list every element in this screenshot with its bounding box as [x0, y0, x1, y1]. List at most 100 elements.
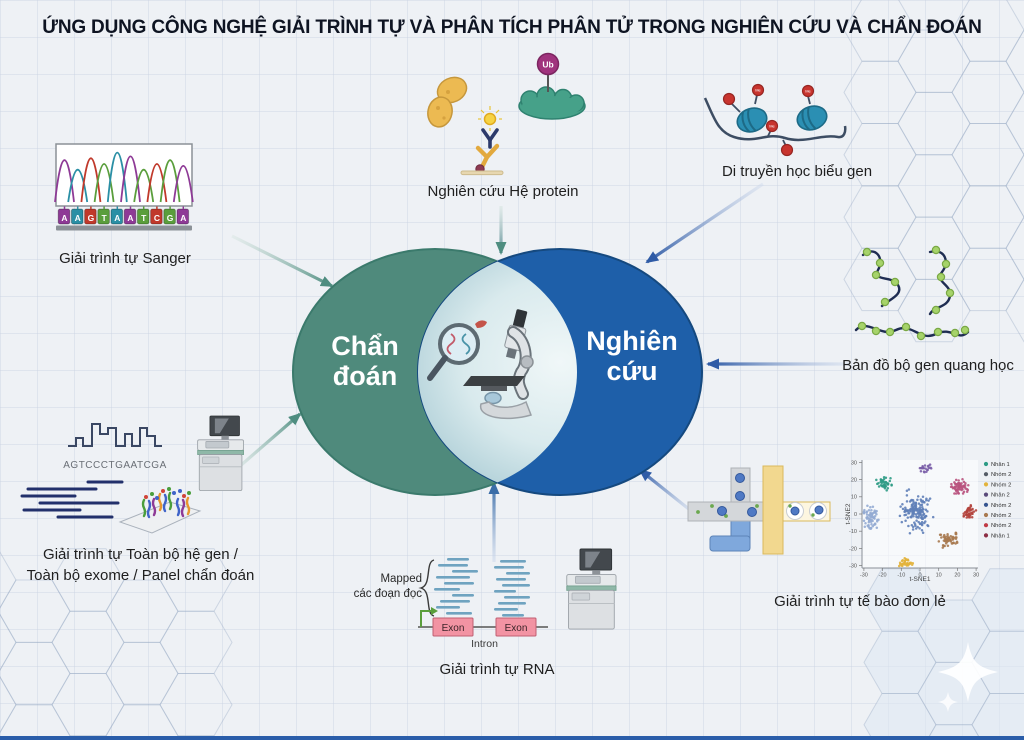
tsne-ylabel: t-SNE2	[845, 503, 852, 524]
svg-text:Nhân 1: Nhân 1	[991, 462, 1010, 468]
venn-label-research-line2: cứu	[606, 356, 658, 387]
svg-text:30: 30	[851, 460, 857, 466]
tsne-tick-labels: -30 -20 -10 0 10 20 30 -30 -20 -10 0 10 20 30	[849, 460, 979, 578]
read-segments	[20, 480, 124, 519]
svg-text:Nhân 1: Nhân 1	[991, 533, 1010, 539]
svg-text:10: 10	[851, 495, 857, 501]
connector-arrows	[230, 182, 849, 562]
svg-text:0: 0	[854, 512, 857, 518]
svg-text:C: C	[154, 213, 160, 223]
label-proteomics: Nghiên cứu Hệ protein	[427, 183, 579, 200]
proteomics-illustration: Ub	[427, 52, 586, 176]
svg-text:A: A	[127, 213, 133, 223]
label-wgs-line1: Giải trình tự Toàn bộ hệ gen /	[43, 546, 238, 563]
svg-text:Nhân 2: Nhân 2	[991, 493, 1010, 499]
svg-text:T: T	[101, 213, 107, 223]
coverage-step-line	[68, 423, 162, 447]
label-wgs-line2: Toàn bộ exome / Panel chẩn đoán	[26, 566, 255, 584]
tsne-xlabel: t-SNE1	[910, 576, 931, 583]
svg-text:A: A	[180, 213, 186, 223]
label-wgs: Giải trình tự Toàn bộ hệ gen / Toàn bộ e…	[18, 545, 263, 586]
svg-text:Nhóm 2: Nhóm 2	[991, 523, 1011, 529]
svg-text:A: A	[61, 213, 67, 223]
nucleosome	[736, 107, 768, 133]
label-mapped-line2: các đoạn đọc	[353, 587, 422, 600]
venn-label-diagnosis-line1: Chẩn	[331, 331, 399, 361]
dna-clusters	[141, 487, 191, 519]
tsne-scatter-points	[862, 463, 978, 568]
brace	[418, 559, 435, 617]
svg-text:30: 30	[973, 573, 979, 579]
label-mapped-reads: Mapped các đoạn đọc	[336, 572, 422, 602]
exon-label: Exon	[505, 623, 528, 634]
wgs-illustration: AGTCCCTGAATCGA	[20, 423, 202, 534]
svg-text:Nhóm 2: Nhóm 2	[991, 472, 1011, 478]
me-badge: Me	[755, 88, 761, 93]
svg-text:-20: -20	[879, 573, 887, 579]
mapped-reads	[434, 558, 530, 617]
exon-box	[495, 617, 537, 637]
venn-label-diagnosis-line2: đoán	[332, 361, 398, 392]
label-epigenetics: Di truyền học biểu gen	[721, 163, 873, 180]
svg-text:-10: -10	[849, 529, 857, 535]
tss-arrow	[420, 610, 431, 627]
venn-diagram	[292, 248, 703, 496]
svg-text:20: 20	[954, 573, 960, 579]
venn-intersection-glow	[418, 249, 577, 495]
svg-text:-10: -10	[897, 573, 905, 579]
svg-text:G: G	[167, 213, 174, 223]
svg-text:0: 0	[918, 573, 921, 579]
exon-label: Exon	[442, 623, 465, 634]
tsne-legend: Nhân 1 Nhóm 2 Nhóm 2 Nhân 2 Nhóm 2 Nhóm 2 Nhóm…	[983, 461, 1011, 539]
microfluidics-illustration	[687, 465, 831, 555]
label-single-cell: Giải trình tự tế bào đơn lẻ	[774, 593, 946, 610]
arrow-single-cell	[638, 468, 696, 516]
intron-label: Intron	[471, 638, 498, 650]
bottom-accent-bar	[0, 736, 1024, 740]
svg-text:G: G	[88, 213, 95, 223]
nucleosome	[796, 105, 828, 131]
svg-text:10: 10	[936, 573, 942, 579]
sequencer-machine-icon	[566, 548, 617, 630]
sequencer-machine-icon	[197, 415, 244, 492]
antibody-assay	[460, 106, 504, 176]
rna-seq-illustration: Exon Exon Intron	[418, 558, 548, 650]
ub-badge: Ub	[542, 60, 553, 70]
epigenetics-illustration: Me Me Me	[703, 83, 847, 157]
svg-text:A: A	[114, 213, 120, 223]
venn-label-research-line1: Nghiên	[586, 326, 678, 356]
arrow-wgs	[230, 412, 302, 475]
sequence-text: AGTCCCTGAATCGA	[63, 460, 166, 471]
optical-genome-map-illustration	[854, 245, 970, 341]
venn-label-research: Nghiên cứu	[563, 326, 701, 386]
svg-text:-30: -30	[849, 564, 857, 570]
svg-text:Nhóm 2: Nhóm 2	[991, 482, 1011, 488]
me-badge: Me	[805, 89, 811, 94]
droplets	[786, 502, 827, 520]
microscope-icon	[427, 309, 534, 420]
label-rna: Giải trình tự RNA	[439, 661, 555, 678]
label-mapped-line1: Mapped	[380, 573, 422, 585]
venn-label-diagnosis: Chẩn đoán	[296, 331, 434, 391]
me-badge: Me	[769, 124, 775, 129]
methyl-marks: Me Me Me	[722, 83, 815, 157]
svg-text:Nhóm 2: Nhóm 2	[991, 503, 1011, 509]
svg-text:-20: -20	[849, 546, 857, 552]
arrow-sanger	[231, 234, 334, 288]
svg-text:A: A	[75, 213, 81, 223]
svg-text:-30: -30	[860, 573, 868, 579]
ubiquitin-protein: Ub	[518, 52, 586, 120]
svg-text:Nhóm 2: Nhóm 2	[991, 513, 1011, 519]
page-title: ỨNG DỤNG CÔNG NGHỆ GIẢI TRÌNH TỰ VÀ PHÂN…	[42, 16, 982, 38]
exon-box	[432, 617, 474, 637]
svg-text:20: 20	[851, 478, 857, 484]
label-genome-map: Bản đồ bộ gen quang học	[842, 357, 1014, 374]
svg-text:T: T	[141, 213, 147, 223]
label-sanger: Giải trình tự Sanger	[59, 250, 191, 267]
arrow-epigenetics	[645, 182, 764, 264]
